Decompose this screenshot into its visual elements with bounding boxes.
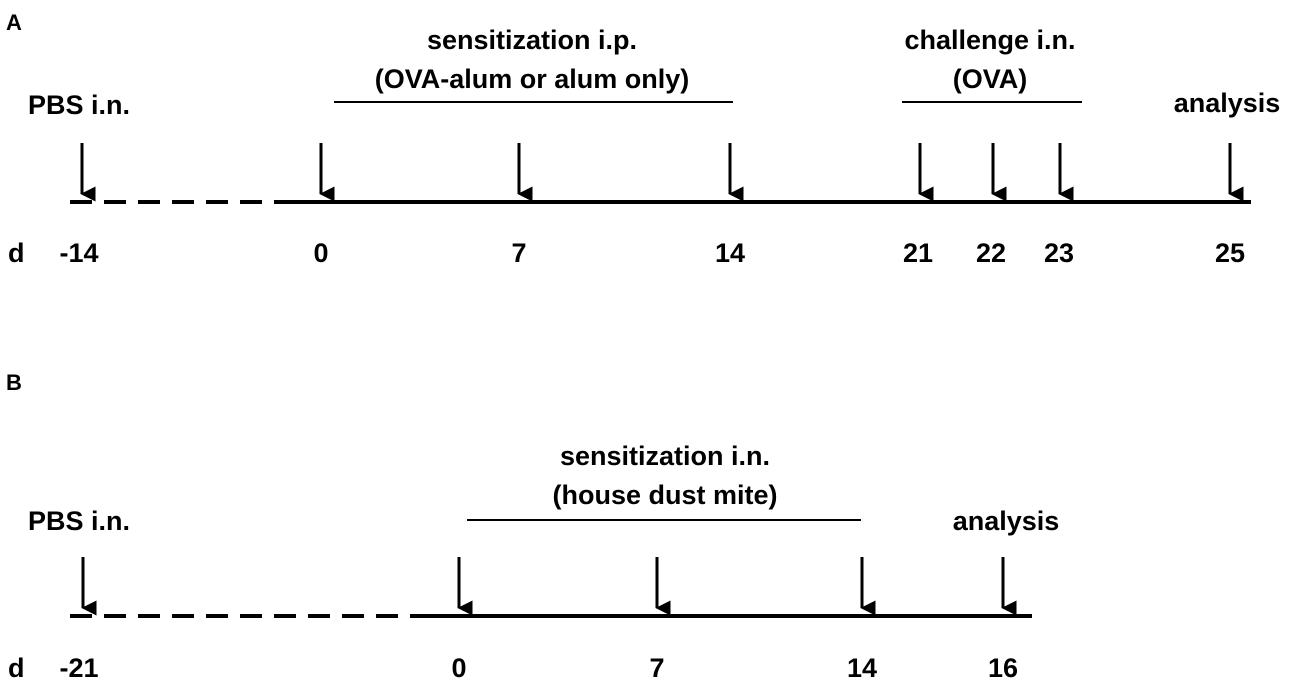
panel-b: B PBS i.n. sensitization i.n. (house dus… (6, 370, 1059, 683)
panel-b-day-prefix: d (8, 653, 25, 683)
panel-b-day-label: 0 (451, 653, 466, 683)
panel-a-day-label: 21 (903, 238, 933, 268)
panel-a: A PBS i.n. sensitization i.p. (OVA-alum … (6, 10, 1280, 268)
panel-a-letter: A (6, 10, 22, 35)
panel-a-pre-label: PBS i.n. (28, 90, 130, 120)
panel-a-day-label: 0 (313, 238, 328, 268)
panel-a-day-label: 7 (511, 238, 526, 268)
panel-b-analysis-label: analysis (953, 506, 1060, 536)
panel-a-day-label: 22 (976, 238, 1006, 268)
panel-a-day-label: 23 (1044, 238, 1074, 268)
panel-b-sensitization-label: sensitization i.n. (560, 441, 770, 471)
panel-a-sensitization-label: sensitization i.p. (427, 25, 637, 55)
panel-a-day-label: 25 (1215, 238, 1245, 268)
panel-a-challenge-label: challenge i.n. (904, 25, 1075, 55)
panel-b-sensitization-sublabel: (house dust mite) (552, 480, 777, 510)
panel-b-letter: B (6, 370, 22, 395)
panel-a-challenge-sublabel: (OVA) (953, 64, 1028, 94)
panel-b-day-label: 14 (847, 653, 877, 683)
panel-a-day-prefix: d (8, 238, 25, 268)
panel-a-day-label: 14 (715, 238, 745, 268)
panel-b-day-label: 7 (649, 653, 664, 683)
panel-b-day-label: 16 (988, 653, 1018, 683)
panel-b-day-label: -21 (59, 653, 98, 683)
panel-a-sensitization-sublabel: (OVA-alum or alum only) (375, 64, 690, 94)
panel-b-pre-label: PBS i.n. (28, 506, 130, 536)
panel-a-day-label: -14 (59, 238, 98, 268)
panel-a-analysis-label: analysis (1174, 88, 1281, 118)
